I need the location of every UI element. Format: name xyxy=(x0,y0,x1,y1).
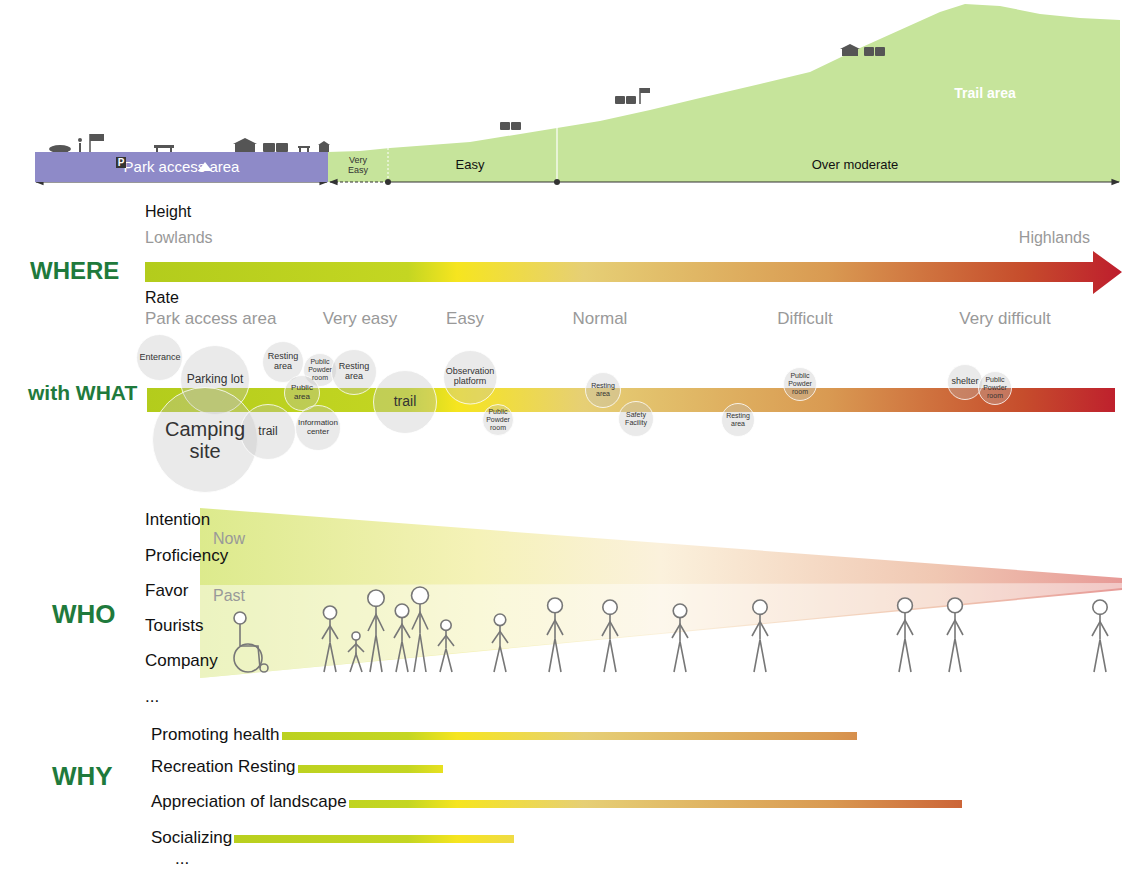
diagram-label: Easy xyxy=(446,310,484,329)
diagram-label: Appreciation of landscape xyxy=(149,793,349,812)
diagram-label: Easy xyxy=(456,158,485,172)
facility-bubble: trail xyxy=(240,404,296,460)
diagram-label: ... xyxy=(175,850,189,869)
diagram-label: Recreation Resting xyxy=(149,758,298,777)
rate-arrow xyxy=(145,251,1122,294)
facility-bubble: Safety Facility xyxy=(618,401,654,437)
diagram-label: Intention xyxy=(145,511,210,530)
facility-bubble: shelter xyxy=(947,364,983,400)
facility-name: Information center xyxy=(295,419,341,437)
diagram-label: Very easy xyxy=(323,310,398,329)
facility-name: Safety Facility xyxy=(618,411,654,426)
diagram-label: WHO xyxy=(52,600,116,629)
diagram-label: Difficult xyxy=(777,310,832,329)
diagram-label: Proficiency xyxy=(145,547,228,566)
diagram-label: Over moderate xyxy=(812,158,899,172)
diagram-label: Tourists xyxy=(145,617,204,636)
why-bar xyxy=(228,732,857,740)
diagram-label: Lowlands xyxy=(145,229,213,247)
facility-name: Public area xyxy=(284,384,320,402)
diagram-label: WHERE xyxy=(30,258,119,284)
diagram-label: Highlands xyxy=(1019,229,1090,247)
diagram-label: Rate xyxy=(145,289,179,307)
diagram-label: Very difficult xyxy=(959,310,1050,329)
diagram-label: Favor xyxy=(145,582,188,601)
terrain-hill xyxy=(328,4,1120,182)
facility-name: Resting area xyxy=(262,352,304,372)
facility-name: Public Powder room xyxy=(482,408,514,431)
facility-name: Public Powder room xyxy=(303,358,337,381)
facility-bubble: trail xyxy=(373,370,437,434)
why-bar xyxy=(228,835,514,843)
facility-name: Resting area xyxy=(585,382,621,397)
facility-name: trail xyxy=(258,425,277,438)
diagram-label: with WHAT xyxy=(28,381,137,404)
facility-name: Camping site xyxy=(152,418,258,462)
diagram-label: WHY xyxy=(52,762,113,791)
facility-bubble: Public Powder room xyxy=(482,404,514,436)
facility-bubble: Camping site xyxy=(152,387,258,493)
facility-name: Public Powder room xyxy=(978,376,1012,399)
facility-name: shelter xyxy=(951,377,978,387)
facility-bubble: Resting area xyxy=(331,349,377,395)
facility-bubble: Information center xyxy=(295,405,341,451)
diagram-label: Normal xyxy=(573,310,628,329)
area-name: Park access area xyxy=(124,159,240,176)
facility-name: Enterance xyxy=(139,353,180,363)
people-figures xyxy=(234,587,1108,672)
facility-name: Resting area xyxy=(331,362,377,382)
diagram-label: Trail area xyxy=(954,86,1016,101)
facility-name: Public Powder room xyxy=(783,372,817,395)
area-band: Park access area xyxy=(35,152,328,182)
facility-bubble: Resting area xyxy=(585,372,621,408)
who-past-wedge xyxy=(200,583,1122,678)
who-now-wedge xyxy=(200,508,1122,678)
facility-bubble: Resting area xyxy=(721,403,755,437)
diagram-label: P xyxy=(116,157,127,168)
facility-name: trail xyxy=(394,394,417,409)
diagram-label: ... xyxy=(145,688,159,707)
diagram-label: Socializing xyxy=(149,829,234,848)
park-icons xyxy=(49,44,885,154)
facility-bubble: Public Powder room xyxy=(978,371,1012,405)
facility-bubble: Public Powder room xyxy=(783,367,817,401)
facility-bubble: Enterance xyxy=(136,334,183,381)
diagram-label: Past xyxy=(213,587,245,605)
facility-bubble: Observation platform xyxy=(443,350,498,405)
facility-name: Parking lot xyxy=(187,373,244,386)
facility-name: Observation platform xyxy=(443,367,498,387)
diagram-label: Company xyxy=(145,652,218,671)
diagram-label: Height xyxy=(145,203,191,221)
diagram-label: Promoting health xyxy=(149,726,282,745)
diagram-label: Park access area xyxy=(145,310,276,329)
diagram-label: Now xyxy=(213,530,245,548)
facility-name: Resting area xyxy=(721,412,755,427)
diagram-label: Very Easy xyxy=(343,156,373,176)
